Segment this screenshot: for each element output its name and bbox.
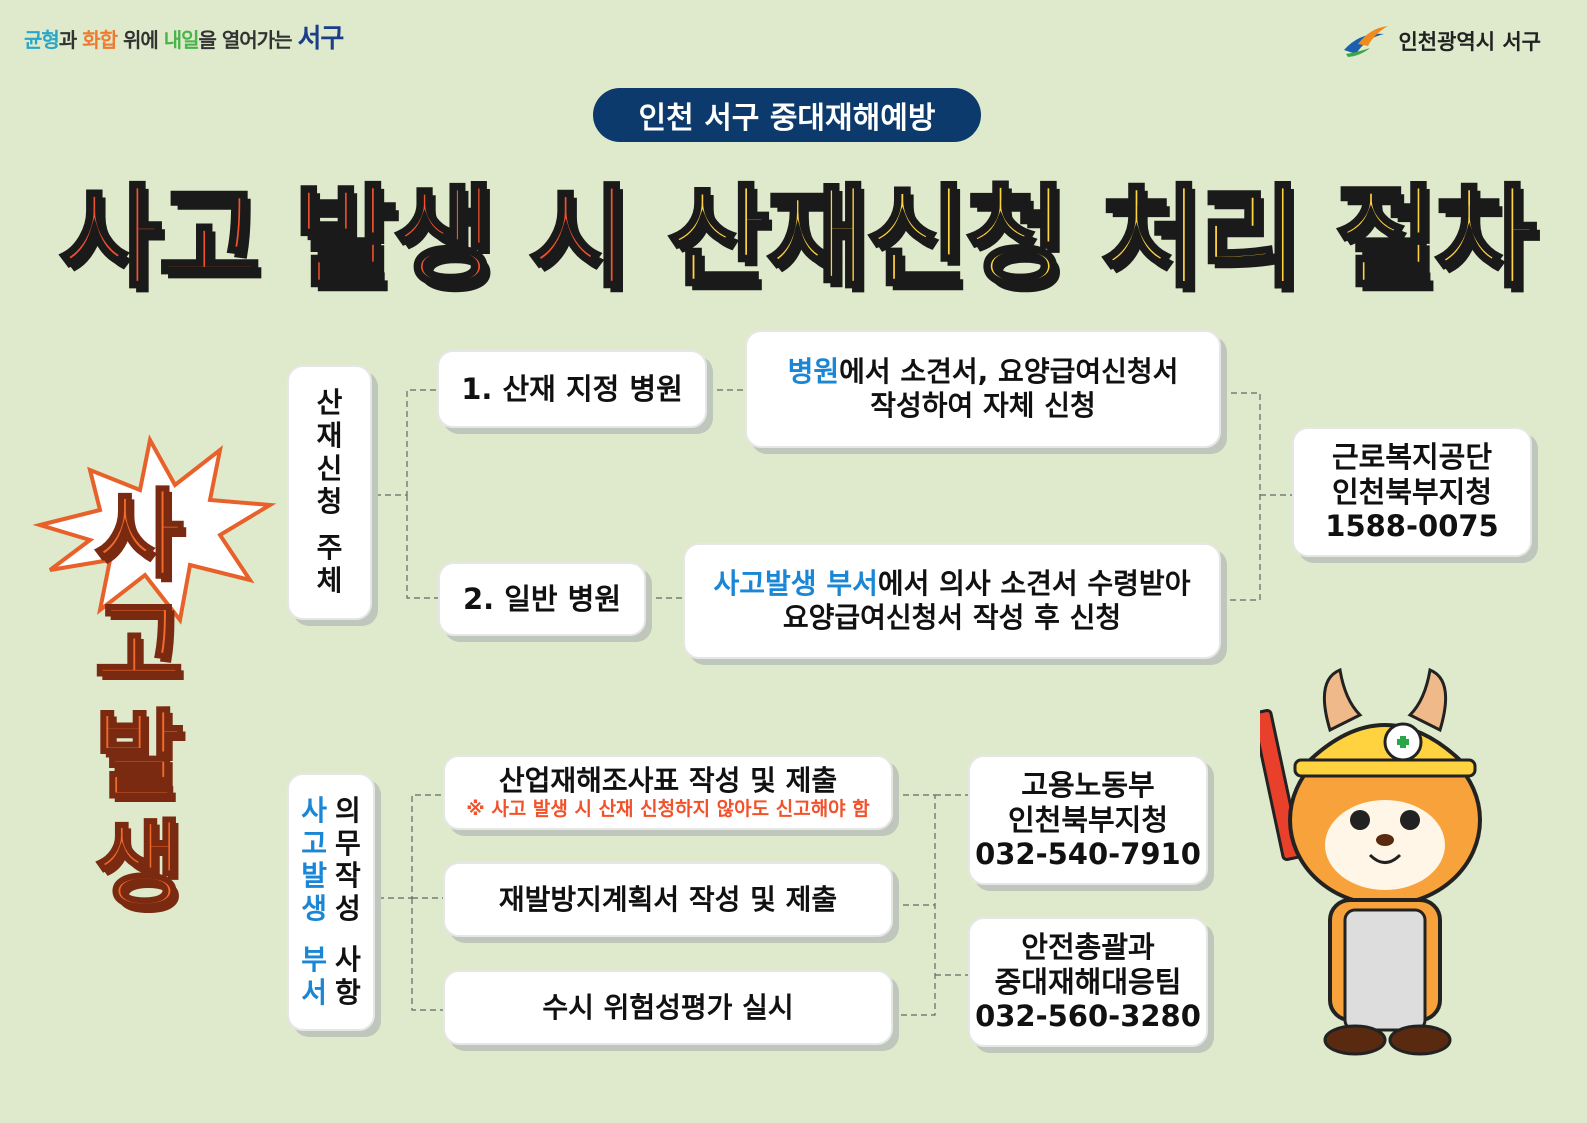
moel-contact-box: 고용노동부 인천북부지청 032-540-7910 (968, 755, 1208, 885)
task-note: ※ 사고 발생 시 산재 신청하지 않아도 신고해야 함 (466, 797, 870, 820)
designated-hospital-box: 1. 산재 지정 병원 (437, 350, 707, 428)
highlight-text: 사고발생 부서 (713, 567, 878, 601)
general-hospital-procedure: 사고발생 부서에서 의사 소견서 수령받아 요양급여신청서 작성 후 신청 (683, 543, 1221, 659)
label-char: 산 (316, 386, 343, 420)
label-char: 생 (301, 892, 327, 925)
task-risk-assessment: 수시 위험성평가 실시 (443, 970, 893, 1045)
kcomwel-contact-box: 근로복지공단 인천북부지청 1588-0075 (1292, 427, 1532, 557)
label-char: 작 (335, 859, 361, 893)
contact-branch: 인천북부지청 (1007, 802, 1169, 837)
slogan-part: 과 (58, 28, 83, 52)
label-char: 무 (335, 826, 361, 860)
deer-mascot-icon (1260, 667, 1482, 1056)
label-char: 체 (316, 564, 343, 597)
slogan-part: 화합 (82, 28, 118, 52)
label-char: 의 (335, 793, 361, 827)
general-hospital-box: 2. 일반 병원 (438, 562, 646, 636)
desc-text: 에서 소견서, 요양급여신청서 (839, 355, 1179, 389)
contact-org: 안전총괄과 (1021, 929, 1155, 964)
accident-vertical-label: 사 고 발 생 (93, 478, 184, 923)
safety-dept-contact-box: 안전총괄과 중대재해대응팀 032-560-3280 (968, 917, 1208, 1047)
label-char: 신 (316, 451, 343, 485)
highlight-text: 병원 (787, 355, 840, 389)
contact-branch: 인천북부지청 (1331, 474, 1493, 509)
seo-gu-emblem-icon (1344, 26, 1389, 57)
title-part-2: 산재신청 처리 절차 (666, 172, 1538, 304)
side-char: 발 (93, 699, 184, 813)
label-char: 고 (301, 826, 327, 860)
label-char: 주 (316, 531, 343, 565)
desc-text: 작성하여 자체 신청 (870, 389, 1096, 422)
seo-gu-logo: 인천광역시 서구 (1340, 24, 1541, 58)
task-prevention-plan: 재발방지계획서 작성 및 제출 (443, 862, 893, 937)
label-char: 항 (335, 975, 361, 1009)
label-char: 부 (301, 942, 327, 976)
side-char: 생 (93, 809, 184, 923)
slogan-part: 균형 (24, 28, 60, 52)
side-char: 고 (93, 588, 184, 702)
label-char: 청 (316, 484, 343, 518)
label-char: 사 (301, 793, 327, 827)
slogan-part: 내일 (163, 28, 200, 52)
contact-phone: 032-540-7910 (975, 837, 1201, 872)
contact-branch: 중대재해대응팀 (994, 964, 1182, 999)
logo-text: 인천광역시 서구 (1398, 30, 1541, 54)
slogan-part: 을 열어가는 (198, 28, 298, 52)
label-char: 사 (335, 942, 361, 976)
burst-icon (32, 434, 277, 625)
desc-text: 요양급여신청서 작성 후 신청 (782, 601, 1122, 634)
task-accident-report: 산업재해조사표 작성 및 제출 ※ 사고 발생 시 산재 신청하지 않아도 신고… (443, 755, 893, 830)
task-title: 산업재해조사표 작성 및 제출 (498, 764, 838, 798)
campaign-badge: 인천 서구 중대재해예방 (593, 88, 981, 142)
label-char: 서 (301, 975, 327, 1009)
contact-phone: 1588-0075 (1325, 509, 1499, 544)
side-char: 사 (93, 478, 184, 592)
slogan: 균형과 화합 위에 내일을 열어가는 서구 (24, 18, 344, 55)
slogan-part: 서구 (297, 24, 344, 54)
designated-hospital-procedure: 병원에서 소견서, 요양급여신청서 작성하여 자체 신청 (745, 330, 1221, 448)
slogan-part: 위에 (117, 28, 164, 52)
contact-org: 근로복지공단 (1331, 439, 1493, 474)
contact-org: 고용노동부 (1021, 767, 1155, 802)
desc-text: 에서 의사 소견서 수령받아 (877, 567, 1191, 601)
label-char: 성 (335, 892, 361, 925)
label-char: 발 (301, 859, 327, 893)
contact-phone: 032-560-3280 (975, 999, 1201, 1034)
label-char: 재 (316, 419, 343, 452)
title-part-1: 사고 발생 시 (58, 172, 633, 304)
